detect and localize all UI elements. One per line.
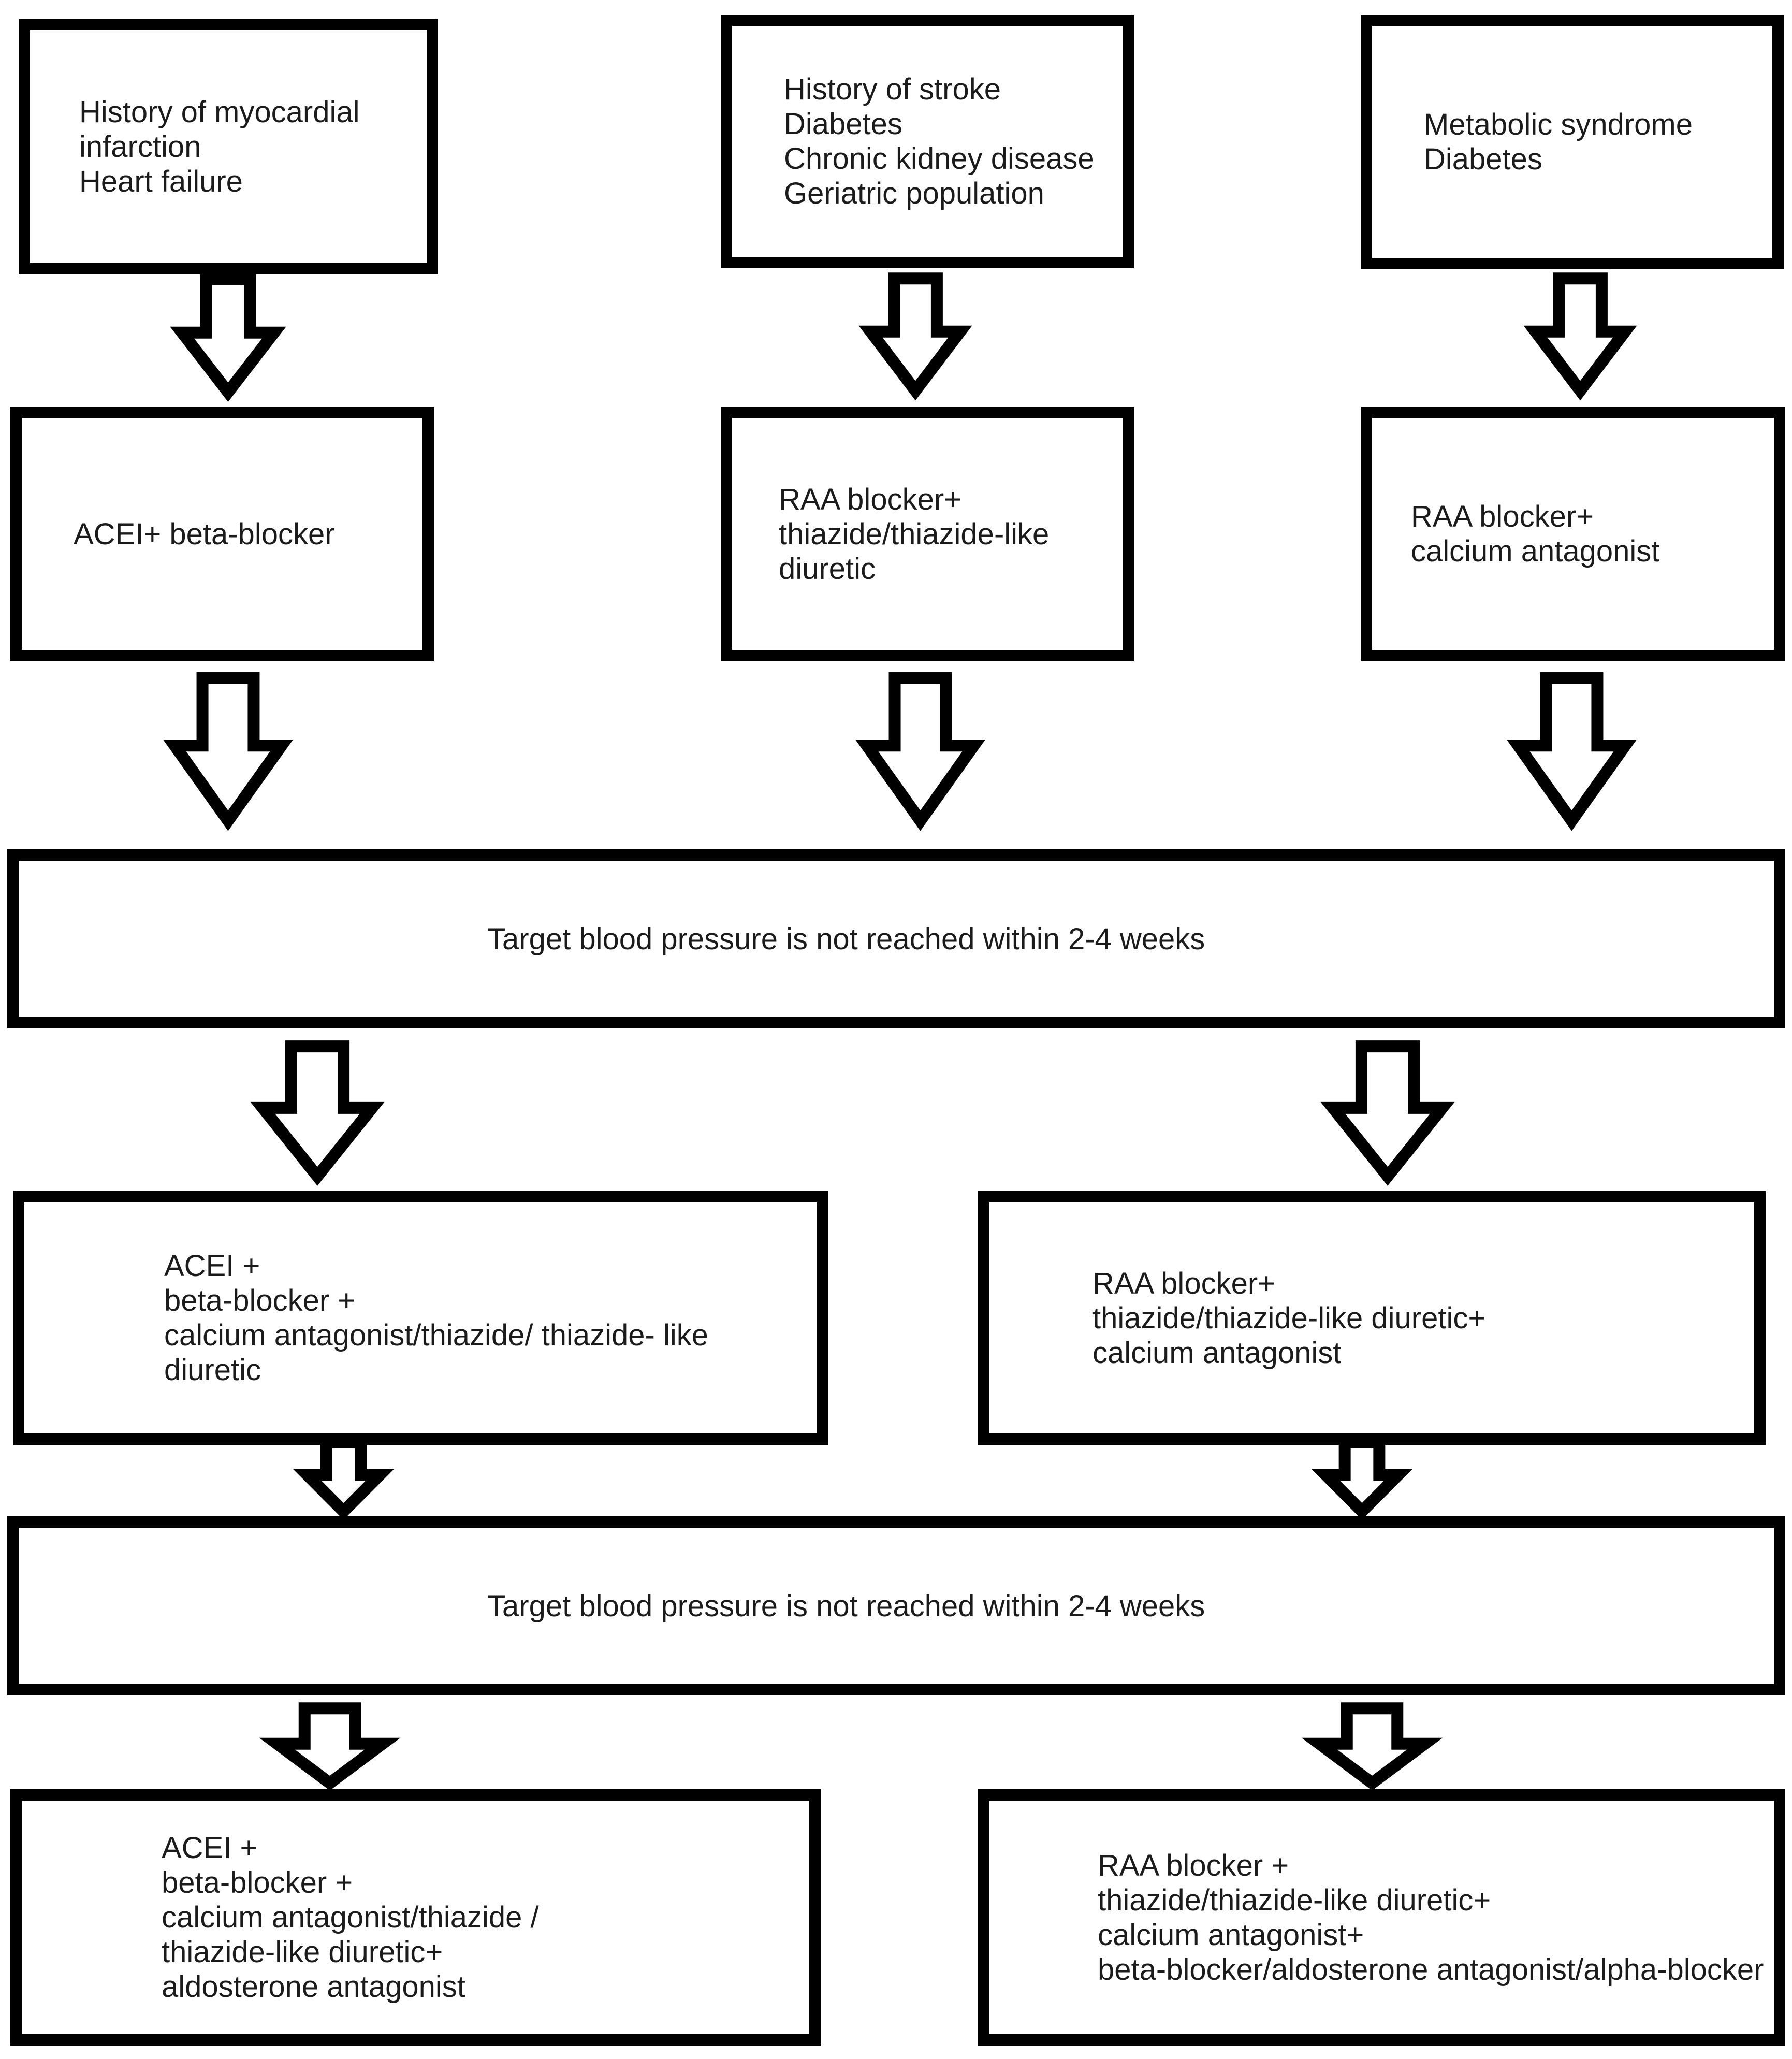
text-line: RAA blocker+ [1092,1266,1276,1300]
text-line: ACEI + [162,1831,258,1865]
text-line: calcium antagonist [1092,1336,1342,1370]
text-line: infarction [79,129,201,164]
down-arrow-icon [1534,276,1627,394]
text-line: thiazide/thiazide-like diuretic+ [1092,1301,1486,1335]
text-line: Diabetes [784,107,902,141]
text-line: Target blood pressure is not reached wit… [487,1589,1205,1623]
down-arrow-icon [869,276,962,394]
text-line: ACEI + [164,1249,260,1283]
text-line: beta-blocker + [162,1866,353,1900]
down-arrow-icon [260,1043,374,1180]
text-line: Geriatric population [784,177,1044,210]
down-arrow-icon [865,674,976,824]
down-arrow-icon [1331,1043,1445,1180]
node-raa-thiazide-calcium-bb-aldo-alpha: RAA blocker +thiazide/thiazide-like diur… [978,1789,1785,2046]
text-line: calcium antagonist/thiazide/ thiazide- l… [164,1318,708,1352]
text-line: ACEI+ beta-blocker [74,517,335,551]
text-line: Target blood pressure is not reached wit… [487,922,1205,956]
down-arrow-icon [275,1706,385,1785]
node-raa-calcium-antagonist: RAA blocker+calcium antagonist [1361,407,1785,661]
down-arrow-icon [306,1441,381,1513]
down-arrow-icon [180,276,276,395]
down-arrow-icon [1317,1706,1427,1785]
text-line: thiazide-like diuretic+ [162,1935,443,1969]
text-line: RAA blocker+ [1411,500,1594,533]
text-line: thiazide/thiazide-like [779,517,1050,551]
text-line: thiazide/thiazide-like diuretic+ [1098,1883,1491,1917]
text-line: aldosterone antagonist [162,1970,465,2004]
text-line: calcium antagonist [1411,534,1660,568]
text-line: Diabetes [1424,142,1542,176]
down-arrow-icon [1324,1441,1400,1513]
node-acei-bb-calcium-thiazide: ACEI +beta-blocker +calcium antagonist/t… [13,1191,828,1445]
down-arrow-icon [1516,674,1627,824]
text-line: diuretic [779,552,876,586]
node-target-bp-not-reached-1: Target blood pressure is not reached wit… [7,849,1785,1028]
node-acei-beta-blocker: ACEI+ beta-blocker [10,407,434,661]
text-line: beta-blocker/aldosterone antagonist/alph… [1098,1952,1764,1987]
text-line: diuretic [164,1353,261,1387]
node-raa-thiazide-calcium: RAA blocker+thiazide/thiazide-like diure… [978,1191,1766,1445]
text-line: calcium antagonist+ [1098,1918,1364,1952]
text-line: Chronic kidney disease [784,142,1095,176]
text-line: calcium antagonist/thiazide / [162,1901,539,1934]
down-arrow-icon [172,674,284,824]
node-target-bp-not-reached-2: Target blood pressure is not reached wit… [7,1516,1785,1695]
node-acei-bb-calcium-thiazide-aldosterone: ACEI +beta-blocker +calcium antagonist/t… [10,1789,821,2046]
text-line: Heart failure [79,164,243,198]
text-line: History of myocardial [79,95,360,129]
text-line: RAA blocker + [1098,1848,1289,1882]
text-line: History of stroke [784,72,1001,106]
text-line: Metabolic syndrome [1424,108,1693,141]
text-line: RAA blocker+ [779,482,962,516]
text-line: beta-blocker + [164,1284,356,1317]
